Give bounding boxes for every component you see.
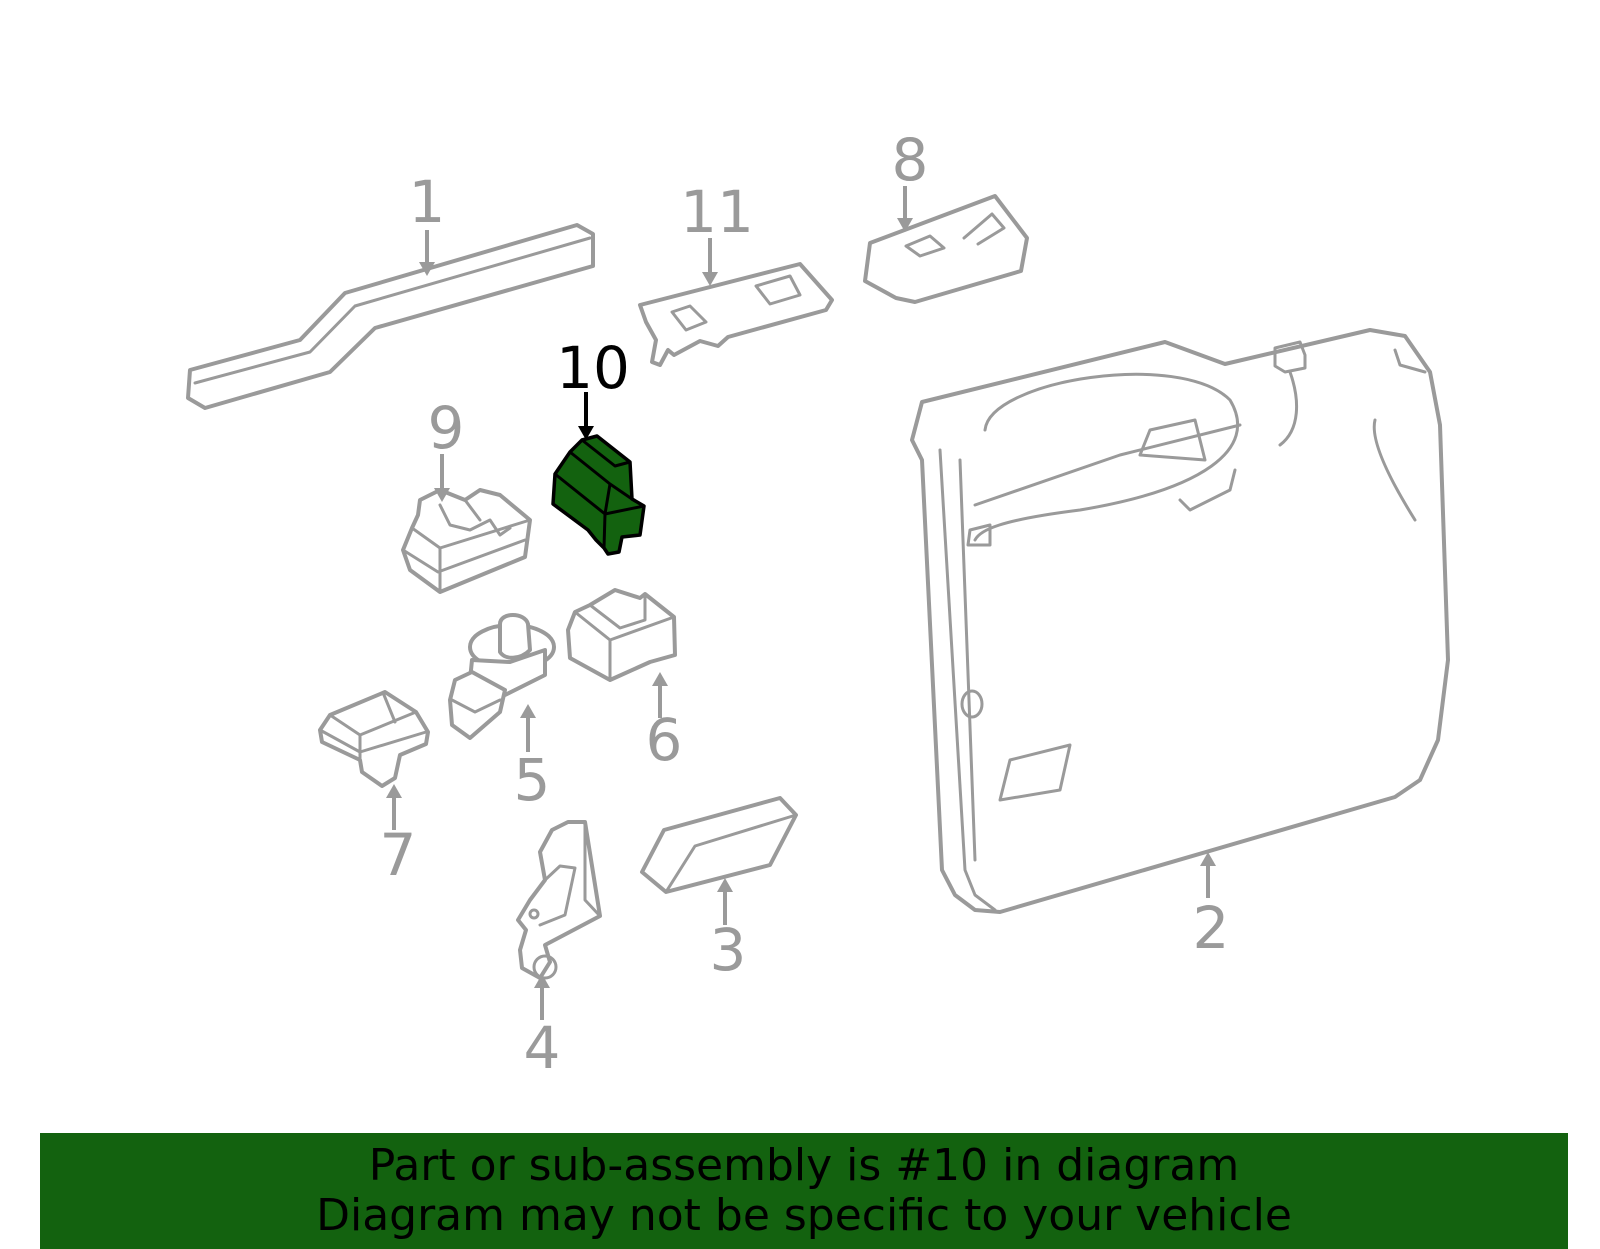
svg-text:1: 1 [409, 168, 446, 236]
part-2-door-trim-panel[interactable] [910, 328, 1450, 914]
callout-6: 6 [646, 672, 683, 774]
svg-text:11: 11 [680, 178, 754, 246]
callout-10: 10 [556, 334, 630, 440]
callout-1: 1 [409, 168, 446, 276]
svg-text:9: 9 [428, 394, 465, 462]
callout-5: 5 [514, 704, 551, 814]
notice-banner: Part or sub-assembly is #10 in diagram D… [40, 1133, 1568, 1249]
part-1-trim-strip[interactable] [186, 223, 595, 410]
part-7-switch[interactable] [318, 690, 430, 788]
part-6-switch[interactable] [566, 588, 677, 682]
svg-text:2: 2 [1193, 894, 1230, 962]
part-8-bezel[interactable] [863, 194, 1029, 304]
callout-3: 3 [710, 878, 747, 984]
svg-text:6: 6 [646, 706, 683, 774]
svg-text:10: 10 [556, 334, 630, 402]
callout-9: 9 [428, 394, 465, 502]
part-5-knob-switch[interactable] [448, 613, 556, 740]
callout-7: 7 [380, 784, 417, 889]
part-11-switch-bezel[interactable] [638, 262, 834, 367]
part-4-bracket[interactable] [516, 820, 602, 980]
svg-text:7: 7 [380, 821, 417, 889]
banner-line-1: Part or sub-assembly is #10 in diagram [368, 1140, 1240, 1191]
part-9-switch[interactable] [401, 488, 532, 594]
callout-2: 2 [1193, 852, 1230, 962]
svg-text:3: 3 [710, 916, 747, 984]
svg-text:5: 5 [514, 746, 551, 814]
svg-text:4: 4 [524, 1014, 561, 1082]
callout-11: 11 [680, 178, 754, 286]
callout-4: 4 [524, 974, 561, 1082]
callout-8: 8 [892, 126, 929, 232]
part-3-panel[interactable] [640, 796, 798, 894]
part-10-switch-highlighted[interactable] [551, 434, 646, 556]
svg-text:8: 8 [892, 126, 929, 194]
banner-line-2: Diagram may not be specific to your vehi… [316, 1190, 1292, 1241]
